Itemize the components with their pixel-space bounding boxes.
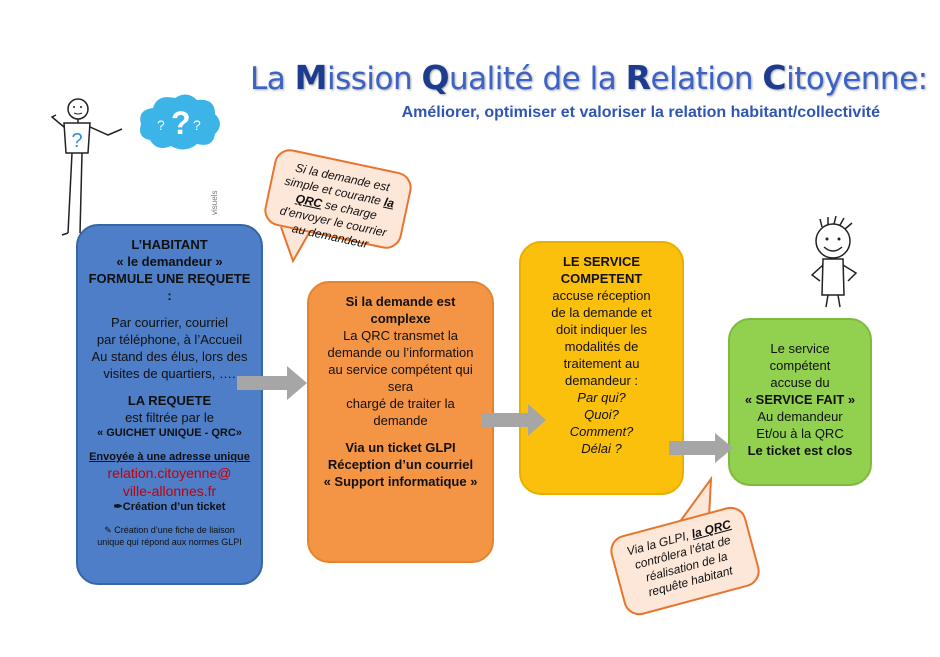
fait-text: compétent <box>738 357 862 374</box>
qrc-text: au service compétent qui <box>317 361 484 378</box>
service-text: accuse réception <box>529 287 674 304</box>
habitant-header: FORMULE UNE REQUETE : <box>86 270 253 304</box>
fait-text: Le service <box>738 340 862 357</box>
requete-title: LA REQUETE <box>86 392 253 409</box>
qrc-condition: Si la demande est <box>317 293 484 310</box>
channel-text: par téléphone, à l’Accueil <box>86 331 253 348</box>
channel-text: visites de quartiers, …. <box>86 365 253 382</box>
question-cloud-icon: ? ? ? <box>135 90 225 155</box>
question-mark-icon: ? <box>157 117 165 133</box>
fiche-liaison-text: unique qui répond aux normes GLPI <box>86 536 253 548</box>
service-question: Délai ? <box>529 440 674 457</box>
service-text: de la demande et <box>529 304 674 321</box>
qrc-text: chargé de traiter la <box>317 395 484 412</box>
title-capital: M <box>295 58 327 97</box>
qrc-text: demande <box>317 412 484 429</box>
channel-text: Par courrier, courriel <box>86 314 253 331</box>
arrow-right-icon <box>482 403 548 437</box>
service-text: demandeur : <box>529 372 674 389</box>
creation-ticket-label: ✒Création d’un ticket <box>86 500 253 514</box>
email-address: relation.citoyenne@ <box>86 464 253 482</box>
ticket-closed-label: Le ticket est clos <box>738 442 862 459</box>
fait-text: Et/ou à la QRC <box>738 425 862 442</box>
service-competent-box: LE SERVICE COMPETENT accuse réception de… <box>519 241 684 495</box>
question-mark-icon: ? <box>171 105 191 141</box>
service-text: traitement au <box>529 355 674 372</box>
arrow-right-icon <box>669 432 735 464</box>
service-text: doit indiquer les <box>529 321 674 338</box>
title-segment: itoyenne: <box>786 61 927 97</box>
habitant-header: « le demandeur » <box>86 253 253 270</box>
side-label: visuels <box>210 191 219 215</box>
requete-text: est filtrée par le <box>86 409 253 426</box>
page-title: La Mission Qualité de la Relation Citoye… <box>250 58 890 97</box>
page-subtitle: Améliorer, optimiser et valoriser la rel… <box>300 104 880 122</box>
envoyee-label: Envoyée à une adresse unique <box>86 450 253 464</box>
qrc-text: demande ou l’information <box>317 344 484 361</box>
glpi-control-bubble: Via la GLPI, la QRC contrôlera l’état de… <box>607 503 763 618</box>
arrow-right-icon <box>237 363 309 403</box>
title-segment: La <box>250 61 295 97</box>
service-question: Quoi? <box>529 406 674 423</box>
question-mark-icon: ? <box>193 117 201 133</box>
title-capital: R <box>626 58 651 97</box>
habitant-box: L’HABITANT « le demandeur » FORMULE UNE … <box>76 224 263 585</box>
email-address: ville-allonnes.fr <box>86 482 253 500</box>
qrc-text: sera <box>317 378 484 395</box>
title-segment: ualité de la <box>449 61 626 97</box>
service-text: modalités de <box>529 338 674 355</box>
channel-text: Au stand des élus, lors des <box>86 348 253 365</box>
guichet-unique-label: « GUICHET UNIQUE - QRC» <box>86 426 253 440</box>
smiling-person-illustration <box>800 215 870 310</box>
title-segment: ission <box>327 61 422 97</box>
service-question: Comment? <box>529 423 674 440</box>
service-fait-label: « SERVICE FAIT » <box>738 391 862 408</box>
glpi-text: Via un ticket GLPI <box>317 439 484 456</box>
fait-text: accuse du <box>738 374 862 391</box>
qrc-box: Si la demande est complexe La QRC transm… <box>307 281 494 563</box>
title-capital: C <box>762 58 786 97</box>
questioning-person-illustration: ? <box>40 95 135 240</box>
habitant-header: L’HABITANT <box>86 236 253 253</box>
title-capital: Q <box>421 58 449 97</box>
glpi-text: « Support informatique » <box>317 473 484 490</box>
service-title: COMPETENT <box>529 270 674 287</box>
service-question: Par qui? <box>529 389 674 406</box>
qrc-text: La QRC transmet la <box>317 327 484 344</box>
service-title: LE SERVICE <box>529 253 674 270</box>
service-fait-box: Le service compétent accuse du « SERVICE… <box>728 318 872 486</box>
fiche-liaison-text: ✎ Création d’une fiche de liaison <box>86 524 253 536</box>
title-segment: elation <box>650 61 762 97</box>
glpi-text: Réception d’un courriel <box>317 456 484 473</box>
qrc-condition: complexe <box>317 310 484 327</box>
fait-text: Au demandeur <box>738 408 862 425</box>
question-mark-icon: ? <box>71 130 82 152</box>
